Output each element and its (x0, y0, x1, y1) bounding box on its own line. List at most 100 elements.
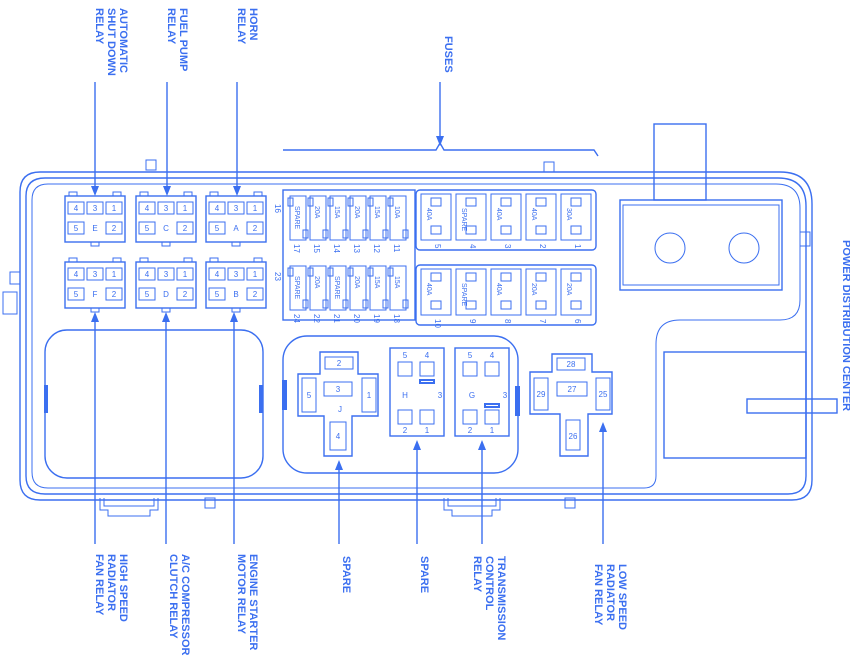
label-asd-relay: AUTOMATIC SHUT DOWN RELAY (93, 8, 129, 76)
label-horn-relay: HORN RELAY (235, 8, 259, 45)
micro-relay-pin: 2 (112, 224, 117, 233)
fuse-number: 17 (292, 244, 301, 253)
label-line: A/C COMPRESSOR (179, 554, 191, 656)
iso-relay-low-pin-28: 28 (567, 360, 576, 369)
fuse-rating: 20A (313, 206, 320, 219)
label-line: ENGINE STARTER (247, 554, 259, 650)
fuse-rating: 20A (530, 283, 537, 296)
micro-relay-pin: 4 (215, 270, 220, 279)
label-ac-clutch: A/C COMPRESSOR CLUTCH RELAY (167, 554, 191, 656)
micro-relay-id: F (93, 290, 98, 299)
micro-relay-pin: 1 (183, 270, 188, 279)
micro-relay-id: C (163, 224, 169, 233)
micro-relay-pin: 4 (145, 204, 150, 213)
iso-relay-J-pin-1: 1 (367, 391, 372, 400)
mini-fuse-14: 15A 14 (327, 195, 349, 253)
label-transmission: TRANSMISSION CONTROL RELAY (471, 556, 507, 640)
micro-relay-pin: 5 (74, 290, 79, 299)
fuse-rating: 40A (495, 208, 502, 221)
label-fuses: FUSES (442, 36, 454, 73)
fuse-number: 20 (352, 314, 361, 323)
micro-relay-pin: 1 (183, 204, 188, 213)
label-line: CONTROL (483, 556, 495, 611)
maxi-fuse-row-top-frame (415, 189, 597, 251)
fuse-rating: 15A (373, 276, 380, 289)
micro-relay-pin: 2 (112, 290, 117, 299)
label-spare-2: SPARE (418, 556, 430, 593)
stud-icon (728, 232, 760, 264)
label-low-speed-fan: LOW SPEED RADIATOR FAN RELAY (592, 564, 628, 630)
label-line: RELAY (93, 8, 105, 45)
fuse-rating: 40A (495, 283, 502, 296)
fuse-row-label: 23 (273, 272, 282, 281)
iso-relay-J-pin-5: 5 (307, 391, 312, 400)
label-line: RADIATOR (604, 564, 616, 621)
label-starter: ENGINE STARTER MOTOR RELAY (235, 554, 259, 650)
fuse-rating: 20A (313, 276, 320, 289)
fuse-number: 18 (392, 314, 401, 323)
label-high-speed-fan: HIGH SPEED RADIATOR FAN RELAY (93, 554, 129, 622)
fuse-rating: 20A (353, 276, 360, 289)
cavity-left-latch (44, 385, 48, 413)
label-spare-1: SPARE (340, 556, 352, 593)
label-line: RADIATOR (105, 554, 117, 611)
fuse-rating: SPARE (333, 276, 340, 300)
maxi-fuse-5: 40A 5 (420, 193, 452, 249)
fuse-number: 24 (292, 314, 301, 323)
fuse-number: 5 (433, 244, 442, 249)
mini-fuse-block-frame (282, 189, 416, 321)
fuse-rating: 15A (333, 206, 340, 219)
fuse-number: 10 (433, 319, 442, 328)
fuse-number: 4 (468, 244, 477, 249)
fuse-rating: SPARE (293, 276, 300, 300)
micro-relay-pin: 3 (164, 270, 169, 279)
fuse-rating: 40A (425, 208, 432, 221)
micro-relay-pin: 5 (145, 290, 150, 299)
fuse-number: 14 (332, 244, 341, 253)
label-fuel-pump-relay: FUEL PUMP RELAY (165, 8, 189, 71)
label-line: FUEL PUMP (177, 8, 189, 71)
mini-fuse-17: SPARE 17 (287, 195, 309, 253)
fuse-rating: SPARE (460, 283, 467, 307)
fuse-row-label-16: 16 (273, 204, 282, 213)
fuse-number: 22 (312, 314, 321, 323)
label-line: AUTOMATIC (117, 8, 129, 73)
relay-G-id: G (469, 391, 475, 400)
connector-block-lower-right (663, 351, 838, 459)
relay-G-pin-3: 3 (503, 391, 508, 400)
fuse-number: 9 (468, 319, 477, 324)
label-line: HIGH SPEED (117, 554, 129, 622)
fuse-number: 6 (573, 319, 582, 324)
label-line: MOTOR RELAY (235, 554, 247, 635)
relay-area-latch-left (282, 380, 287, 410)
label-line: SPARE (418, 556, 430, 593)
micro-relay-pin: 3 (164, 204, 169, 213)
iso-relay-low-speed: 28 29 27 25 26 (529, 353, 613, 457)
label-line: RELAY (471, 556, 483, 593)
relay-H-pin-1: 1 (425, 426, 430, 435)
micro-relay-id: E (92, 224, 97, 233)
cavity-right-latch (259, 385, 263, 413)
micro-relay-pin: 2 (253, 224, 258, 233)
fuse-rating: 10A (393, 206, 400, 219)
fuse-number: 11 (392, 244, 401, 253)
label-line: FUSES (442, 36, 454, 73)
fuse-number: 8 (503, 319, 512, 324)
relay-G-pin-1: 1 (490, 426, 495, 435)
maxi-fuse-row-bottom-frame (415, 264, 597, 326)
cavity-left (44, 329, 264, 479)
iso-relay-low-pin-26: 26 (569, 432, 578, 441)
b-plus-terminal-block (619, 123, 783, 291)
label-line: SPARE (340, 556, 352, 593)
stud-icon (654, 232, 686, 264)
fuse-rating: SPARE (293, 206, 300, 230)
